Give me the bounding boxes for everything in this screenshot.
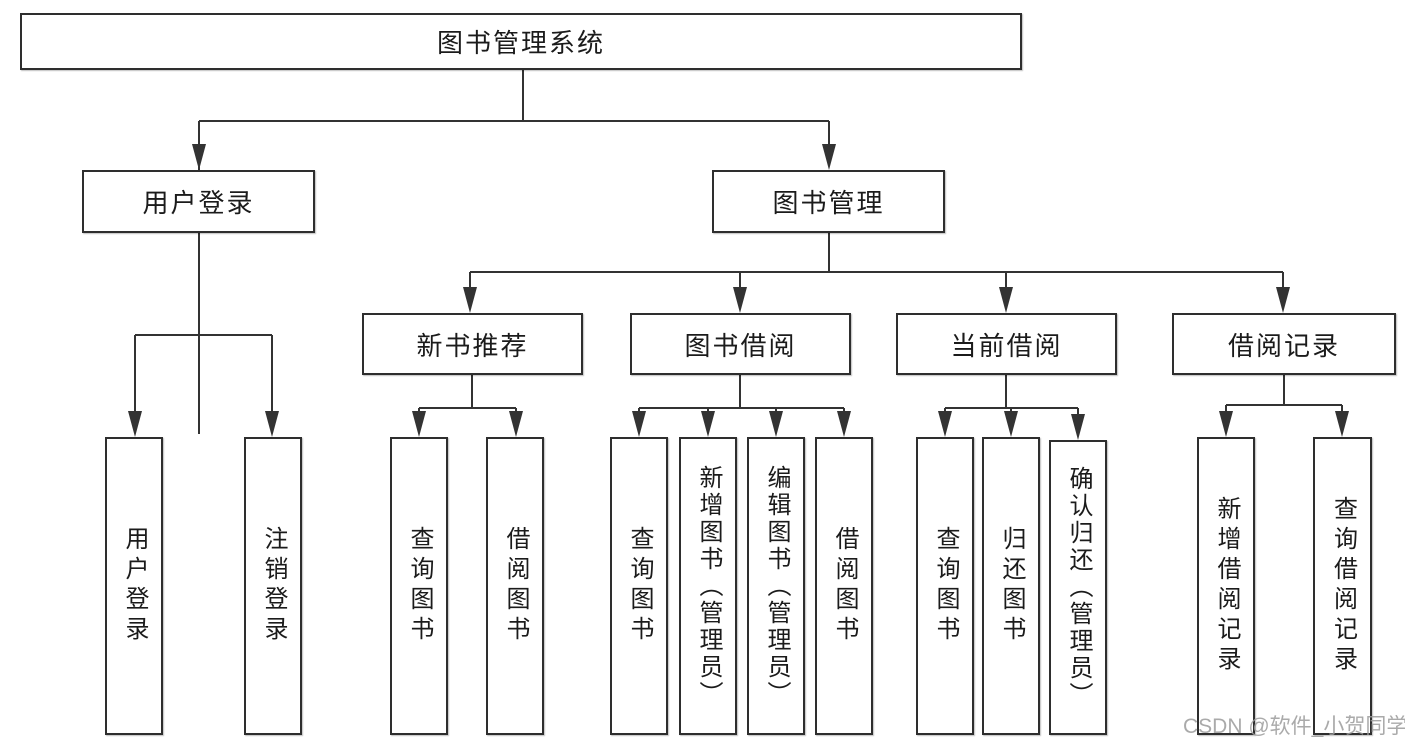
leaf-bb-borrow-label: 借阅图书: [831, 526, 858, 646]
node-book-borrow: 图书借阅: [630, 313, 851, 375]
connector-user-login: [134, 233, 273, 431]
leaf-cb-query: 查询图书: [916, 437, 974, 735]
leaf-nbr-query: 查询图书: [390, 437, 448, 735]
leaf-user-login-label: 用户登录: [121, 526, 148, 646]
connector-root: [198, 70, 830, 434]
arrowheads: [128, 144, 1349, 440]
connector-borrow-records: [1225, 375, 1343, 431]
leaf-nbr-borrow-label: 借阅图书: [502, 526, 529, 646]
node-new-book-rec-label: 新书推荐: [416, 330, 529, 361]
leaf-user-login: 用户登录: [105, 437, 163, 735]
connector-new-book-rec: [418, 375, 517, 431]
connector-book-mgmt: [469, 233, 1284, 307]
leaf-bb-query-label: 查询图书: [626, 526, 653, 646]
node-new-book-rec: 新书推荐: [362, 313, 583, 375]
node-user-login-label: 用户登录: [142, 188, 255, 218]
leaf-cb-confirm-label: 确认归还（管理员）: [1065, 466, 1092, 709]
node-current-borrow-label: 当前借阅: [950, 330, 1063, 361]
leaf-cb-return: 归还图书: [982, 437, 1040, 735]
leaf-cb-query-label: 查询图书: [932, 526, 959, 646]
leaf-br-query: 查询借阅记录: [1313, 437, 1372, 735]
node-book-borrow-label: 图书借阅: [684, 330, 797, 361]
leaf-nbr-query-label: 查询图书: [406, 526, 433, 646]
watermark: CSDN @软件_小贺同学: [1183, 715, 1405, 738]
leaf-br-add-label: 新增借阅记录: [1213, 496, 1240, 676]
leaf-bb-borrow: 借阅图书: [815, 437, 873, 735]
node-borrow-records-label: 借阅记录: [1227, 330, 1340, 361]
leaf-bb-add: 新增图书（管理员）: [679, 437, 737, 735]
leaf-cb-return-label: 归还图书: [998, 526, 1025, 646]
leaf-br-add: 新增借阅记录: [1197, 437, 1255, 735]
leaf-bb-edit: 编辑图书（管理员）: [747, 437, 805, 735]
leaf-logout: 注销登录: [244, 437, 302, 735]
node-borrow-records: 借阅记录: [1172, 313, 1396, 375]
leaf-logout-label: 注销登录: [260, 526, 287, 646]
leaf-bb-add-label: 新增图书（管理员）: [695, 464, 722, 708]
leaf-bb-query: 查询图书: [610, 437, 668, 735]
node-book-mgmt: 图书管理: [712, 170, 945, 233]
node-book-mgmt-label: 图书管理: [772, 188, 885, 218]
leaf-cb-confirm: 确认归还（管理员）: [1049, 440, 1107, 735]
leaf-br-query-label: 查询借阅记录: [1329, 496, 1357, 676]
node-root: 图书管理系统: [20, 13, 1022, 70]
leaf-nbr-borrow: 借阅图书: [486, 437, 544, 735]
leaf-bb-edit-label: 编辑图书（管理员）: [763, 464, 790, 708]
connector-book-borrow: [638, 375, 845, 431]
node-root-label: 图书管理系统: [436, 28, 605, 58]
node-current-borrow: 当前借阅: [896, 313, 1117, 375]
node-user-login: 用户登录: [82, 170, 315, 233]
